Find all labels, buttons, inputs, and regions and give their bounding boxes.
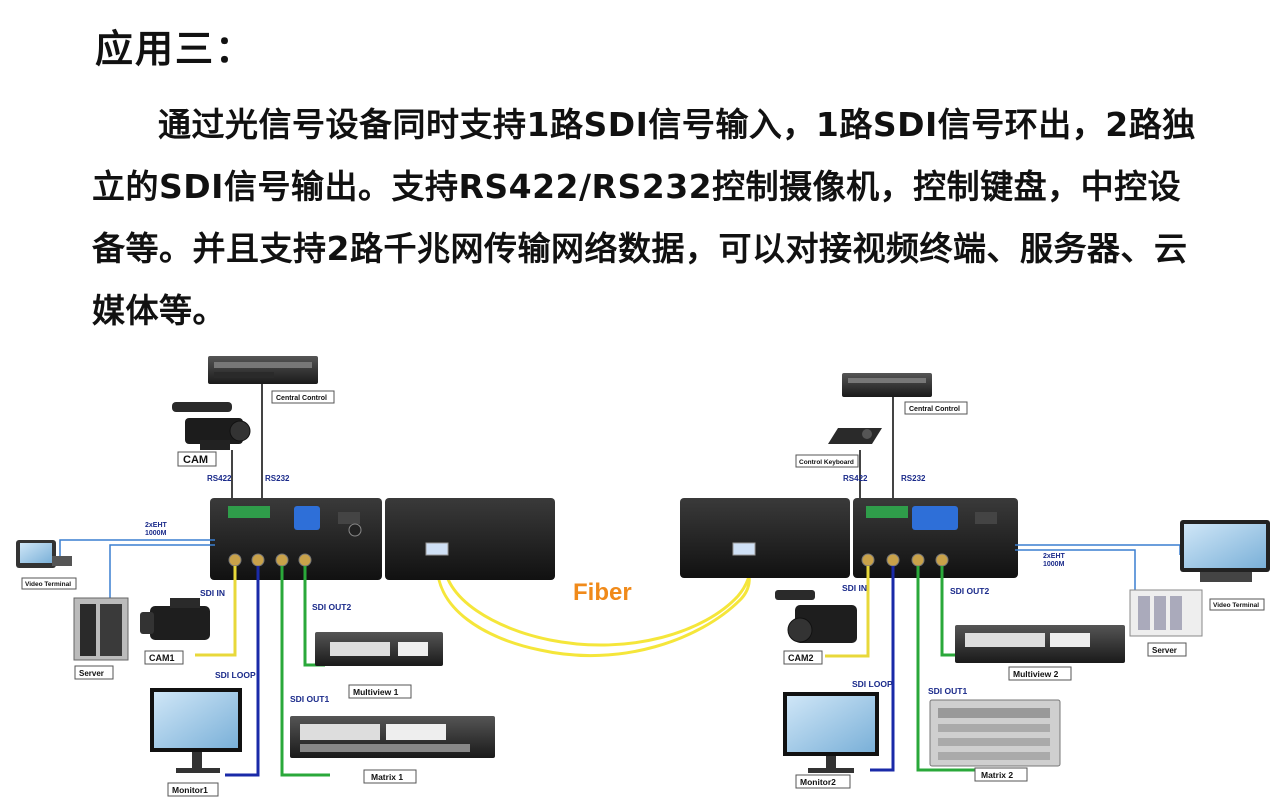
right-server-device bbox=[1129, 589, 1203, 637]
right-central-control-device bbox=[842, 373, 932, 397]
left-sdi-out2-label: SDI OUT2 bbox=[312, 602, 351, 612]
matrix1-device bbox=[290, 716, 495, 758]
monitor1-device bbox=[150, 688, 242, 773]
right-sdi-loop-line bbox=[870, 566, 895, 772]
control-keyboard-device bbox=[828, 428, 882, 444]
right-sdi-out2-label: SDI OUT2 bbox=[950, 586, 989, 596]
left-sdi-out1-line bbox=[280, 566, 330, 777]
left-rs422-label: RS422 bbox=[207, 474, 232, 483]
left-sdi-in-line bbox=[195, 566, 237, 657]
left-central-control-label: Central Control bbox=[276, 395, 327, 402]
left-server-label: Server bbox=[79, 669, 104, 678]
left-cam-label: CAM bbox=[183, 454, 208, 466]
left-transceiver-unit bbox=[210, 498, 382, 580]
right-central-control-label: Central Control bbox=[909, 406, 960, 413]
right-ethernet-lines bbox=[1015, 544, 1181, 595]
matrix2-device bbox=[929, 699, 1061, 767]
right-fiber-unit bbox=[680, 498, 850, 578]
matrix1-label: Matrix 1 bbox=[371, 772, 403, 782]
cam2-label: CAM2 bbox=[788, 653, 814, 663]
cam1-device bbox=[140, 598, 210, 640]
left-eth-line1: 2xEHT bbox=[145, 522, 168, 529]
right-eth-line2: 1000M bbox=[1043, 561, 1065, 568]
fiber-label: Fiber bbox=[573, 579, 632, 606]
left-ethernet-lines bbox=[59, 539, 215, 610]
left-rs232-label: RS232 bbox=[265, 474, 290, 483]
cam1-label: CAM1 bbox=[149, 653, 175, 663]
right-rs232-label: RS232 bbox=[901, 474, 926, 483]
multiview1-device bbox=[315, 632, 443, 666]
control-keyboard-label: Control Keyboard bbox=[799, 459, 854, 466]
multiview1-label: Multiview 1 bbox=[353, 687, 399, 697]
left-server-device bbox=[73, 597, 129, 661]
page-title: 应用三： bbox=[95, 27, 256, 71]
multiview2-device bbox=[955, 625, 1125, 663]
right-sdi-out1-label: SDI OUT1 bbox=[928, 686, 967, 696]
left-cam-device bbox=[172, 402, 251, 450]
multiview2-label: Multiview 2 bbox=[1013, 669, 1059, 679]
left-video-terminal-device bbox=[16, 540, 72, 568]
right-rs422-label: RS422 bbox=[843, 474, 868, 483]
monitor2-label: Monitor2 bbox=[800, 777, 836, 787]
right-sdi-loop-label: SDI LOOP bbox=[852, 679, 893, 689]
left-fiber-unit bbox=[385, 498, 555, 580]
left-sdi-loop-label: SDI LOOP bbox=[215, 670, 256, 680]
description-paragraph: 通过光信号设备同时支持1路SDI信号输入，1路SDI信号环出，2路独立的SDI信… bbox=[92, 105, 1196, 330]
right-eth-line1: 2xEHT bbox=[1043, 553, 1066, 560]
cam2-device bbox=[775, 590, 857, 643]
left-sdi-out1-label: SDI OUT1 bbox=[290, 694, 329, 704]
right-server-label: Server bbox=[1152, 646, 1177, 655]
monitor1-label: Monitor1 bbox=[172, 785, 208, 795]
left-video-terminal-label: Video Terminal bbox=[25, 581, 71, 588]
right-sdi-out1-line bbox=[916, 566, 975, 772]
right-sdi-in-label: SDI IN bbox=[842, 583, 867, 593]
left-sdi-in-label: SDI IN bbox=[200, 588, 225, 598]
right-transceiver-unit bbox=[853, 498, 1018, 578]
fiber-cable bbox=[435, 555, 753, 658]
right-sdi-out2-line bbox=[940, 566, 960, 657]
right-video-terminal-device bbox=[1180, 520, 1270, 582]
left-sdi-loop-line bbox=[225, 566, 260, 777]
left-eth-line2: 1000M bbox=[145, 530, 167, 537]
left-central-control-device bbox=[208, 356, 318, 384]
monitor2-device bbox=[783, 692, 879, 773]
matrix2-label: Matrix 2 bbox=[981, 770, 1013, 780]
right-sdi-in-line bbox=[825, 566, 870, 658]
right-video-terminal-label: Video Terminal bbox=[1213, 602, 1259, 609]
